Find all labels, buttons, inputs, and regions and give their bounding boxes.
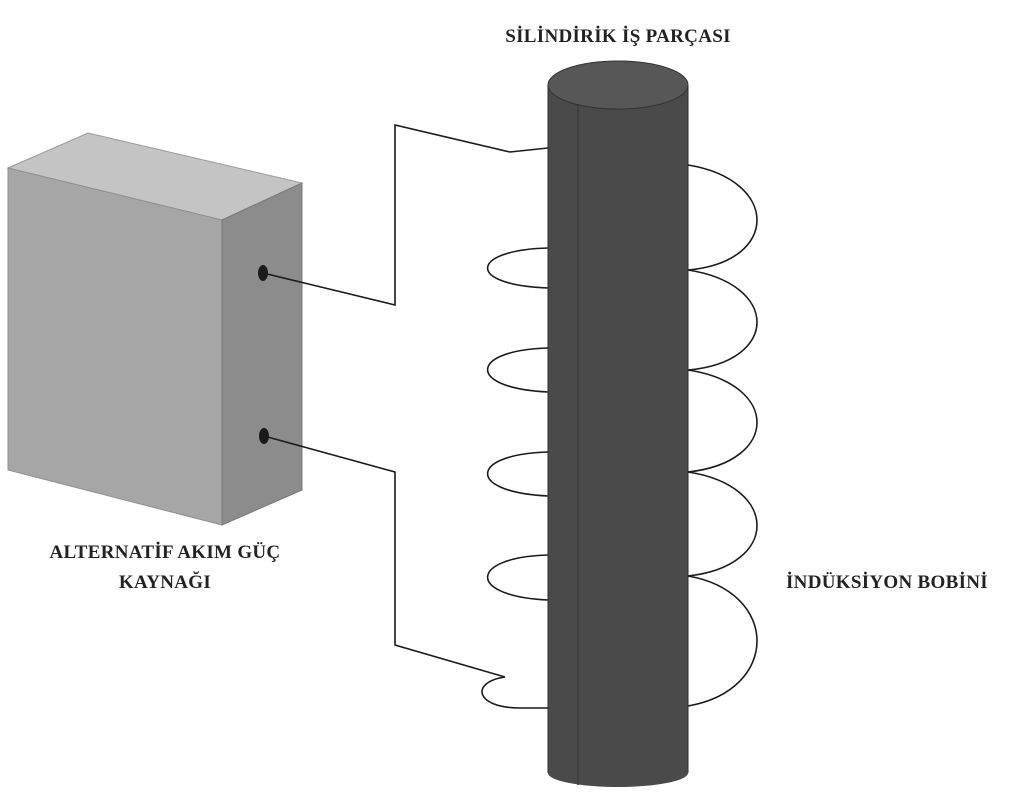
workpiece-label: SİLİNDİRİK İŞ PARÇASI: [505, 26, 731, 47]
coil-front-loops: [687, 164, 758, 707]
power-source-box: [6, 132, 304, 526]
power-source-front-face: [7, 167, 223, 526]
power-source-side-face: [221, 182, 303, 526]
cylinder-top-face: [547, 60, 689, 110]
coil-back-loops: [486, 247, 549, 601]
lead-wires: [262, 123, 549, 709]
cylindrical-workpiece: [547, 60, 689, 787]
power-source-label-line1: ALTERNATİF AKIM GÜÇ: [50, 542, 281, 563]
power-source-label-line2: KAYNAĞI: [119, 571, 211, 593]
lower-lead-wire: [263, 435, 548, 709]
coil-label: İNDÜKSİYON BOBİNİ: [786, 572, 988, 593]
cylinder-bottom-edge: [548, 759, 688, 787]
upper-lead-wire: [262, 123, 549, 307]
cylinder-body: [548, 85, 688, 773]
